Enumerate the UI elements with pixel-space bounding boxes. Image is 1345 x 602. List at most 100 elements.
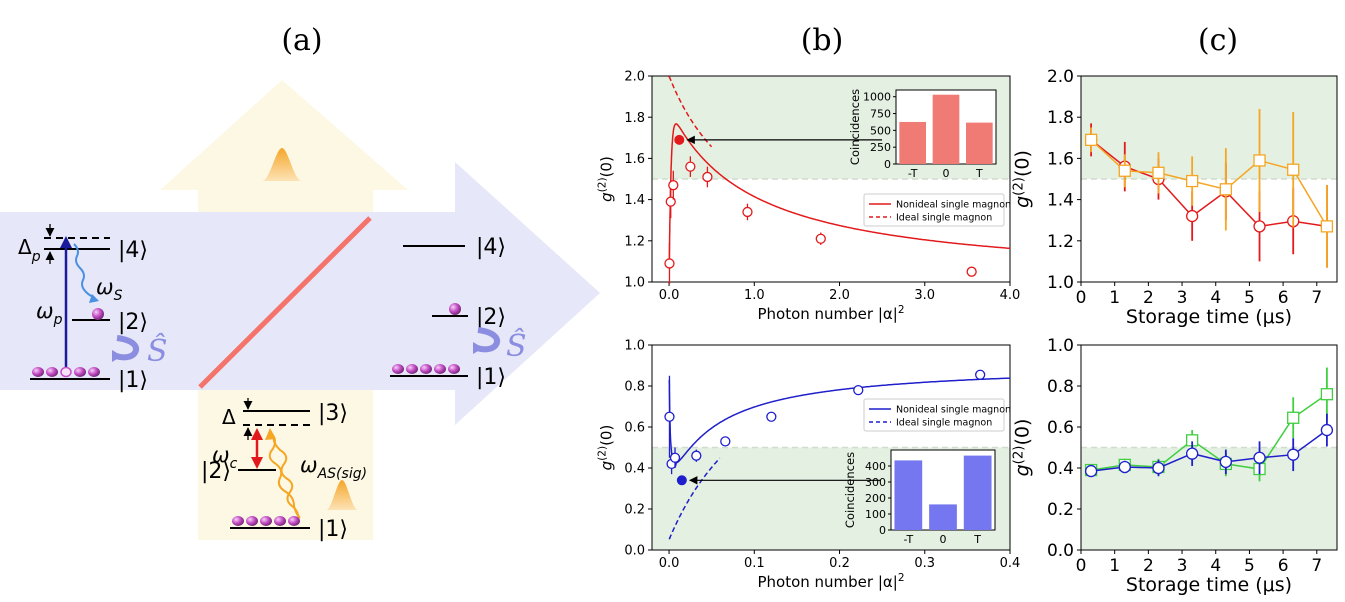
y-tick-label: 1.0 xyxy=(1047,273,1074,293)
inset-x-label: T xyxy=(973,533,981,546)
data-point-square xyxy=(1084,133,1098,147)
y-tick-label: 0.0 xyxy=(624,544,645,559)
inset-x-label: 0 xyxy=(940,533,947,546)
data-point-circle xyxy=(1152,461,1165,475)
x-tick-label: 3 xyxy=(1177,288,1188,308)
highlight-point xyxy=(676,475,687,486)
x-axis-label: Storage time (μs) xyxy=(1126,574,1292,596)
y-tick-label: 0.4 xyxy=(1047,459,1074,479)
x-tick-label: 1 xyxy=(1109,556,1120,576)
x-tick-label: 5 xyxy=(1244,288,1255,308)
y-axis-label-part: (0) xyxy=(1011,419,1033,446)
x-tick-label: 7 xyxy=(1311,288,1322,308)
y-axis-label-part: g xyxy=(1011,196,1033,208)
y-axis-label: g(2)(0) xyxy=(1011,419,1033,477)
control-arrowhead-up xyxy=(251,428,263,440)
inset-y-label: Coincidences xyxy=(848,89,862,165)
data-point-circle xyxy=(1186,447,1199,460)
data-point-square xyxy=(1118,164,1131,177)
data-point xyxy=(966,266,977,277)
rotation-arrowhead xyxy=(112,350,122,362)
inset-x-label: 0 xyxy=(943,167,950,180)
gaussian-pulse-bottom-icon xyxy=(326,480,358,510)
x-tick-label: 4.0 xyxy=(1000,288,1021,303)
data-point xyxy=(669,452,681,463)
y-axis-label-part: (0) xyxy=(598,156,616,177)
plot-frame xyxy=(651,344,1011,551)
level-1-label: |1⟩ xyxy=(118,368,148,393)
stored-atom-icon xyxy=(449,303,461,315)
x-tick-label: 4 xyxy=(1210,556,1221,576)
inset-y-tick-label: 200 xyxy=(865,492,886,505)
y-tick-label: 1.0 xyxy=(624,339,645,354)
data-point xyxy=(691,450,702,461)
delta-p-label: Δp xyxy=(18,235,41,265)
data-point xyxy=(742,206,753,218)
x-tick-label: 6 xyxy=(1278,288,1289,308)
x-tick-label: 0.4 xyxy=(1000,556,1021,571)
inset-y-label: Coincidences xyxy=(843,452,857,528)
x-tick-label: 0.2 xyxy=(829,556,850,571)
inset-y-tick-label: 300 xyxy=(865,476,886,489)
data-point-circle xyxy=(1287,448,1300,461)
ground-atoms-right xyxy=(392,364,460,374)
inset-x-label: -T xyxy=(903,533,913,546)
y-tick-label: 1.8 xyxy=(624,111,645,126)
data-point xyxy=(975,369,986,380)
plot-frame xyxy=(651,75,1011,283)
legend-frame xyxy=(863,398,1005,432)
data-point xyxy=(685,161,696,172)
y-tick-label: 0.2 xyxy=(624,503,645,518)
x-tick-label: 5 xyxy=(1244,556,1255,576)
anti-stokes-wavy-arrow xyxy=(268,433,301,519)
spin-operator-right: Ŝ xyxy=(506,328,527,364)
stokes-arrowhead xyxy=(89,294,99,303)
y-tick-label: 0.6 xyxy=(624,421,645,436)
data-point xyxy=(664,411,675,422)
blue-arrow xyxy=(0,162,600,425)
x-tick-label: 2 xyxy=(1143,288,1154,308)
y-tick-label: 0.4 xyxy=(624,462,645,477)
level-4-label: |4⟩ xyxy=(118,238,148,263)
inset-bar xyxy=(932,94,960,164)
legend-frame xyxy=(863,193,1005,227)
data-point-square xyxy=(1152,166,1165,179)
data-point-circle xyxy=(1253,220,1266,233)
data-point-circle xyxy=(1219,455,1232,469)
rotation-arrow-right-icon xyxy=(476,327,501,353)
y-tick-label: 1.2 xyxy=(624,234,645,249)
omega-c-label: ωc xyxy=(212,443,238,472)
inset-bar xyxy=(966,122,993,164)
x-tick-label: 0 xyxy=(1076,556,1087,576)
x-tick-label: 3.0 xyxy=(914,288,935,303)
inset-y-tick-label: 1000 xyxy=(863,91,891,104)
x-tick-label: 7 xyxy=(1311,556,1322,576)
x-tick-label: 2 xyxy=(1143,556,1154,576)
level-3-label: |3⟩ xyxy=(318,401,348,426)
delta-label: Δ xyxy=(222,405,236,429)
panel-label-b: (b) xyxy=(801,23,844,58)
data-point-circle xyxy=(1084,464,1098,478)
level-1-bottom-label: |1⟩ xyxy=(318,517,348,542)
y-tick-label: 1.0 xyxy=(1047,336,1074,356)
inset-y-tick-label: 400 xyxy=(865,460,886,473)
series-line-nonideal xyxy=(668,123,1010,268)
omega-s-label: ωS xyxy=(96,275,123,304)
y-tick-label: 1.0 xyxy=(624,276,645,291)
y-tick-label: 0.2 xyxy=(1047,500,1074,520)
x-axis-label-sup: 2 xyxy=(898,304,905,316)
level-2-right-label: |2⟩ xyxy=(476,305,506,330)
data-point xyxy=(664,258,675,269)
y-axis-label: g(2)(0) xyxy=(1011,150,1033,208)
panel-label-a: (a) xyxy=(281,23,322,58)
data-point xyxy=(853,384,864,396)
y-tick-label: 0.8 xyxy=(1047,377,1074,397)
data-point-square xyxy=(1287,163,1300,176)
level-1-right-label: |1⟩ xyxy=(476,365,506,390)
x-tick-label: 4 xyxy=(1210,288,1221,308)
plot-frame xyxy=(1080,344,1338,551)
y-tick-label: 1.2 xyxy=(1047,232,1074,252)
